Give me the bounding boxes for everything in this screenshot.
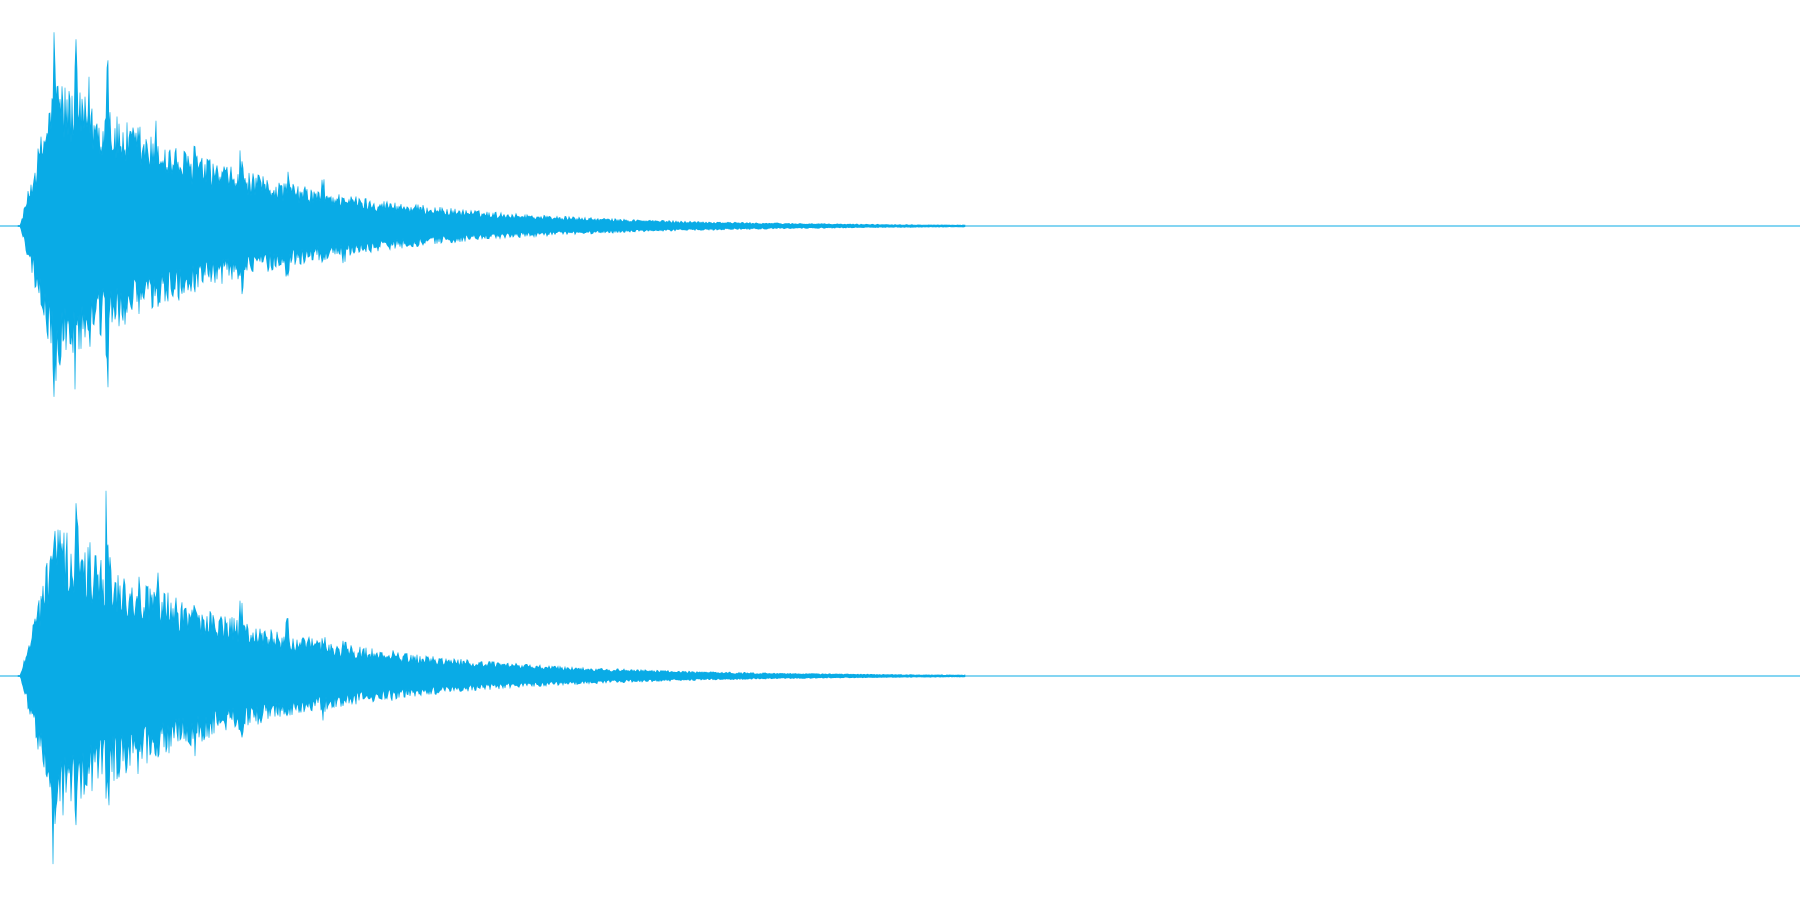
channel-left-waveform bbox=[17, 32, 966, 397]
channel-right-waveform bbox=[17, 490, 966, 865]
channel-left[interactable] bbox=[0, 32, 1800, 397]
channel-right[interactable] bbox=[0, 490, 1800, 865]
